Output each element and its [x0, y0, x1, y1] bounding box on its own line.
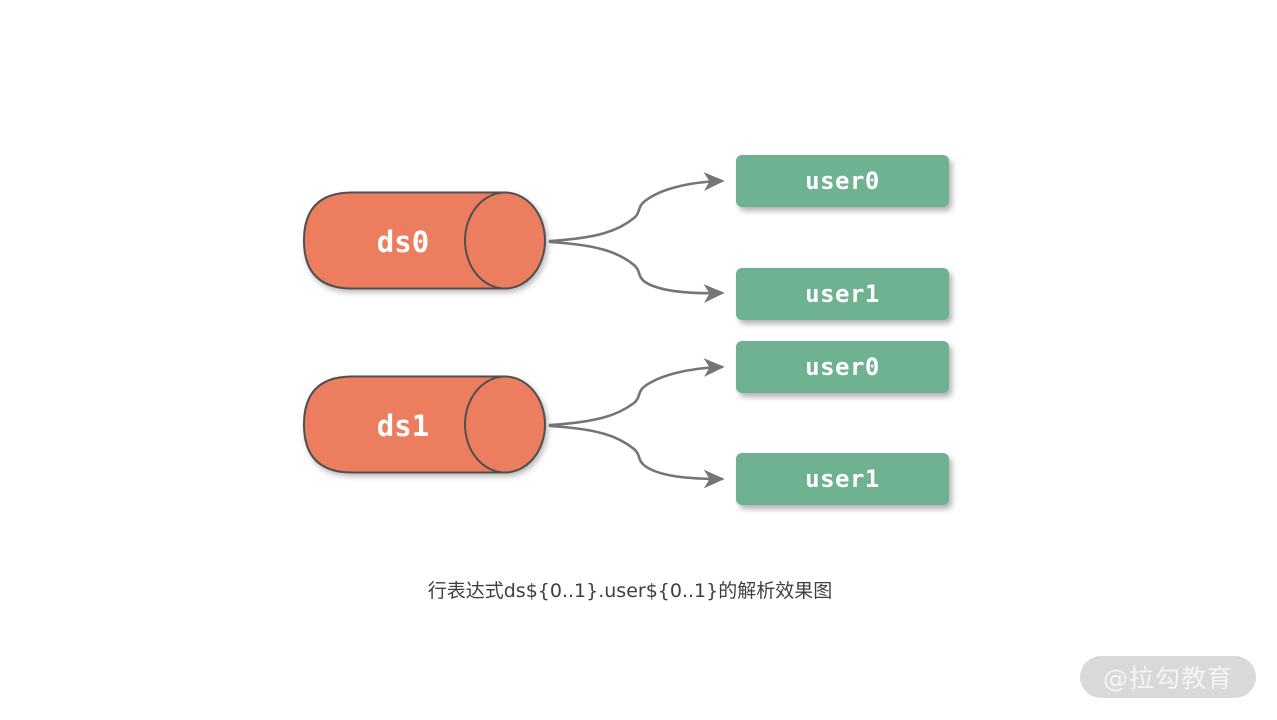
table-label: user0: [805, 353, 880, 381]
watermark-badge: @拉勾教育: [1080, 656, 1256, 698]
datasource-cylinder-ds1: ds1: [302, 375, 546, 474]
table-label: user1: [805, 465, 880, 493]
datasource-label: ds0: [377, 225, 429, 259]
arrows-ds1: [548, 358, 725, 489]
table-label: user1: [805, 280, 880, 308]
arrow-ds0-user1: [548, 240, 725, 303]
arrow-ds0-user0: [548, 172, 725, 243]
table-node-ds0-user1: user1: [736, 268, 949, 320]
table-label: user0: [805, 167, 880, 195]
datasource-cylinder-ds0: ds0: [302, 191, 546, 290]
table-node-ds0-user0: user0: [736, 155, 949, 207]
datasource-label: ds1: [377, 409, 429, 443]
arrow-ds1-user1: [548, 424, 725, 489]
diagram-caption: 行表达式ds${0..1}.user${0..1}的解析效果图: [427, 580, 833, 602]
arrows-ds0: [548, 172, 725, 303]
arrow-ds1-user0: [548, 358, 725, 427]
watermark-text: @拉勾教育: [1102, 664, 1233, 693]
table-node-ds1-user1: user1: [736, 453, 949, 505]
table-node-ds1-user0: user0: [736, 341, 949, 393]
